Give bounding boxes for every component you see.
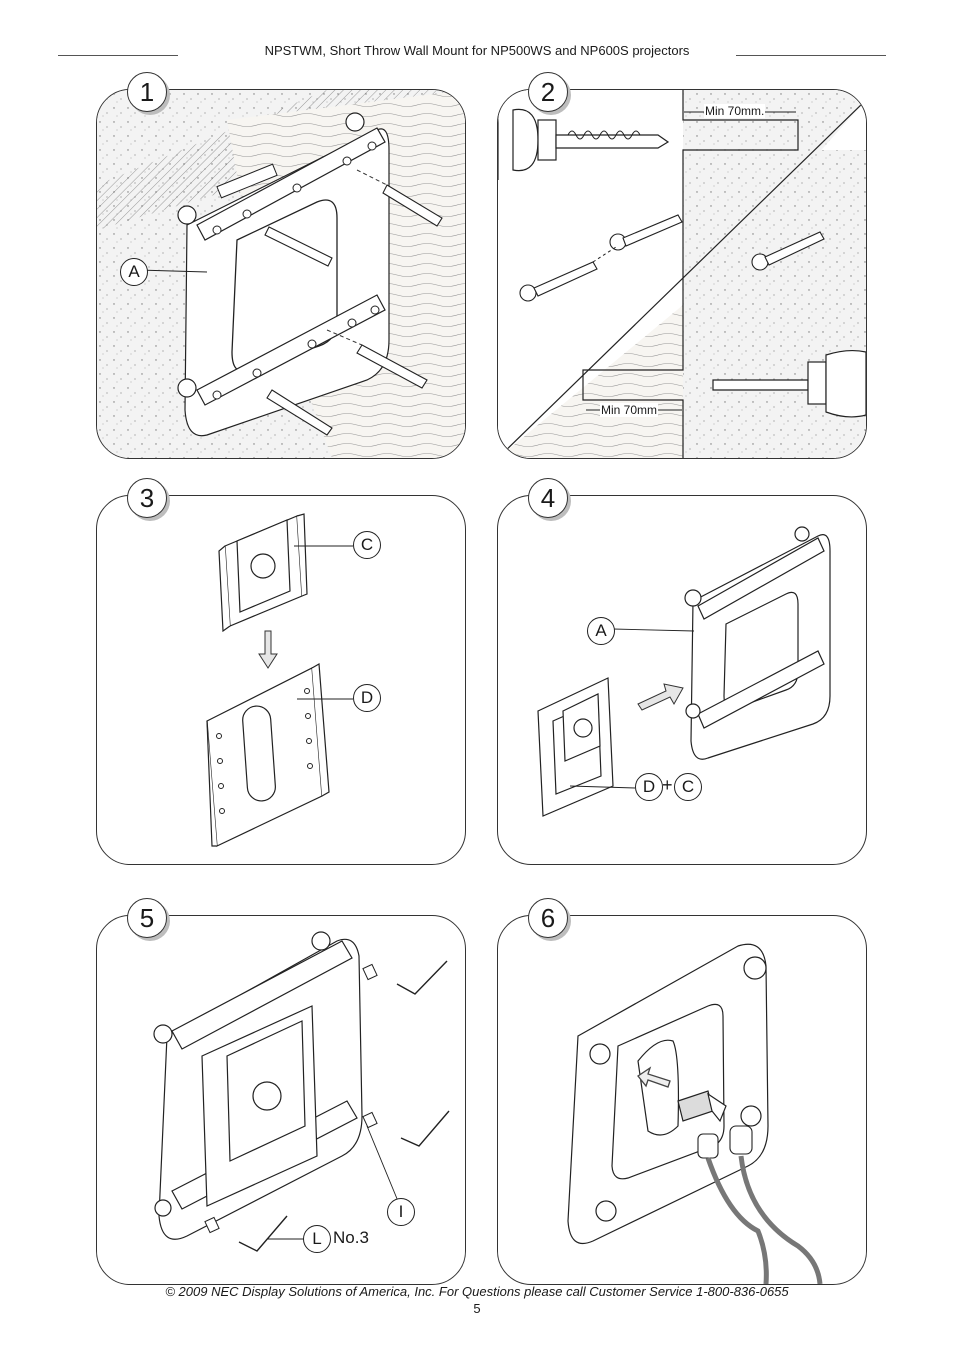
- callout-c: C: [353, 531, 381, 559]
- step-2-number: 2: [528, 72, 568, 112]
- step-5-panel: [96, 915, 466, 1285]
- footer-copyright: © 2009 NEC Display Solutions of America,…: [165, 1284, 789, 1299]
- step-5-illustration: [153, 931, 450, 1252]
- step-1-number: 1: [127, 72, 167, 112]
- step-4-illustration: [537, 526, 831, 817]
- step-6-number: 6: [528, 898, 568, 938]
- step-2-panel: [497, 89, 867, 459]
- step-3-illustration: [206, 513, 353, 847]
- step-1-illustration: [97, 90, 465, 458]
- step-1-panel: [96, 89, 466, 459]
- header-rule-right: [736, 55, 886, 56]
- plus-sign: +: [662, 775, 673, 795]
- callout-c-step4: C: [674, 773, 702, 801]
- header-title: NPSTWM, Short Throw Wall Mount for NP500…: [264, 43, 690, 58]
- dimension-label-bottom: Min 70mm: [600, 403, 659, 417]
- callout-l: L: [303, 1225, 331, 1253]
- step-6-panel: [497, 915, 867, 1285]
- step-6-illustration: [567, 943, 823, 1284]
- step-5-number: 5: [127, 898, 167, 938]
- callout-d-step4: D: [635, 773, 663, 801]
- step-2-illustration: [498, 90, 866, 458]
- header-rule-left: [58, 55, 178, 56]
- dimension-label-top: Min 70mm.: [704, 104, 766, 118]
- callout-a: A: [120, 258, 148, 286]
- callout-d: D: [353, 684, 381, 712]
- step-3-number: 3: [127, 478, 167, 518]
- step-4-number: 4: [528, 478, 568, 518]
- page-number: 5: [473, 1301, 481, 1316]
- callout-i: I: [387, 1198, 415, 1226]
- step-3-panel: [96, 495, 466, 865]
- callout-a-step4: A: [587, 617, 615, 645]
- step-4-panel: [497, 495, 867, 865]
- hex-key-size-label: No.3: [333, 1228, 369, 1247]
